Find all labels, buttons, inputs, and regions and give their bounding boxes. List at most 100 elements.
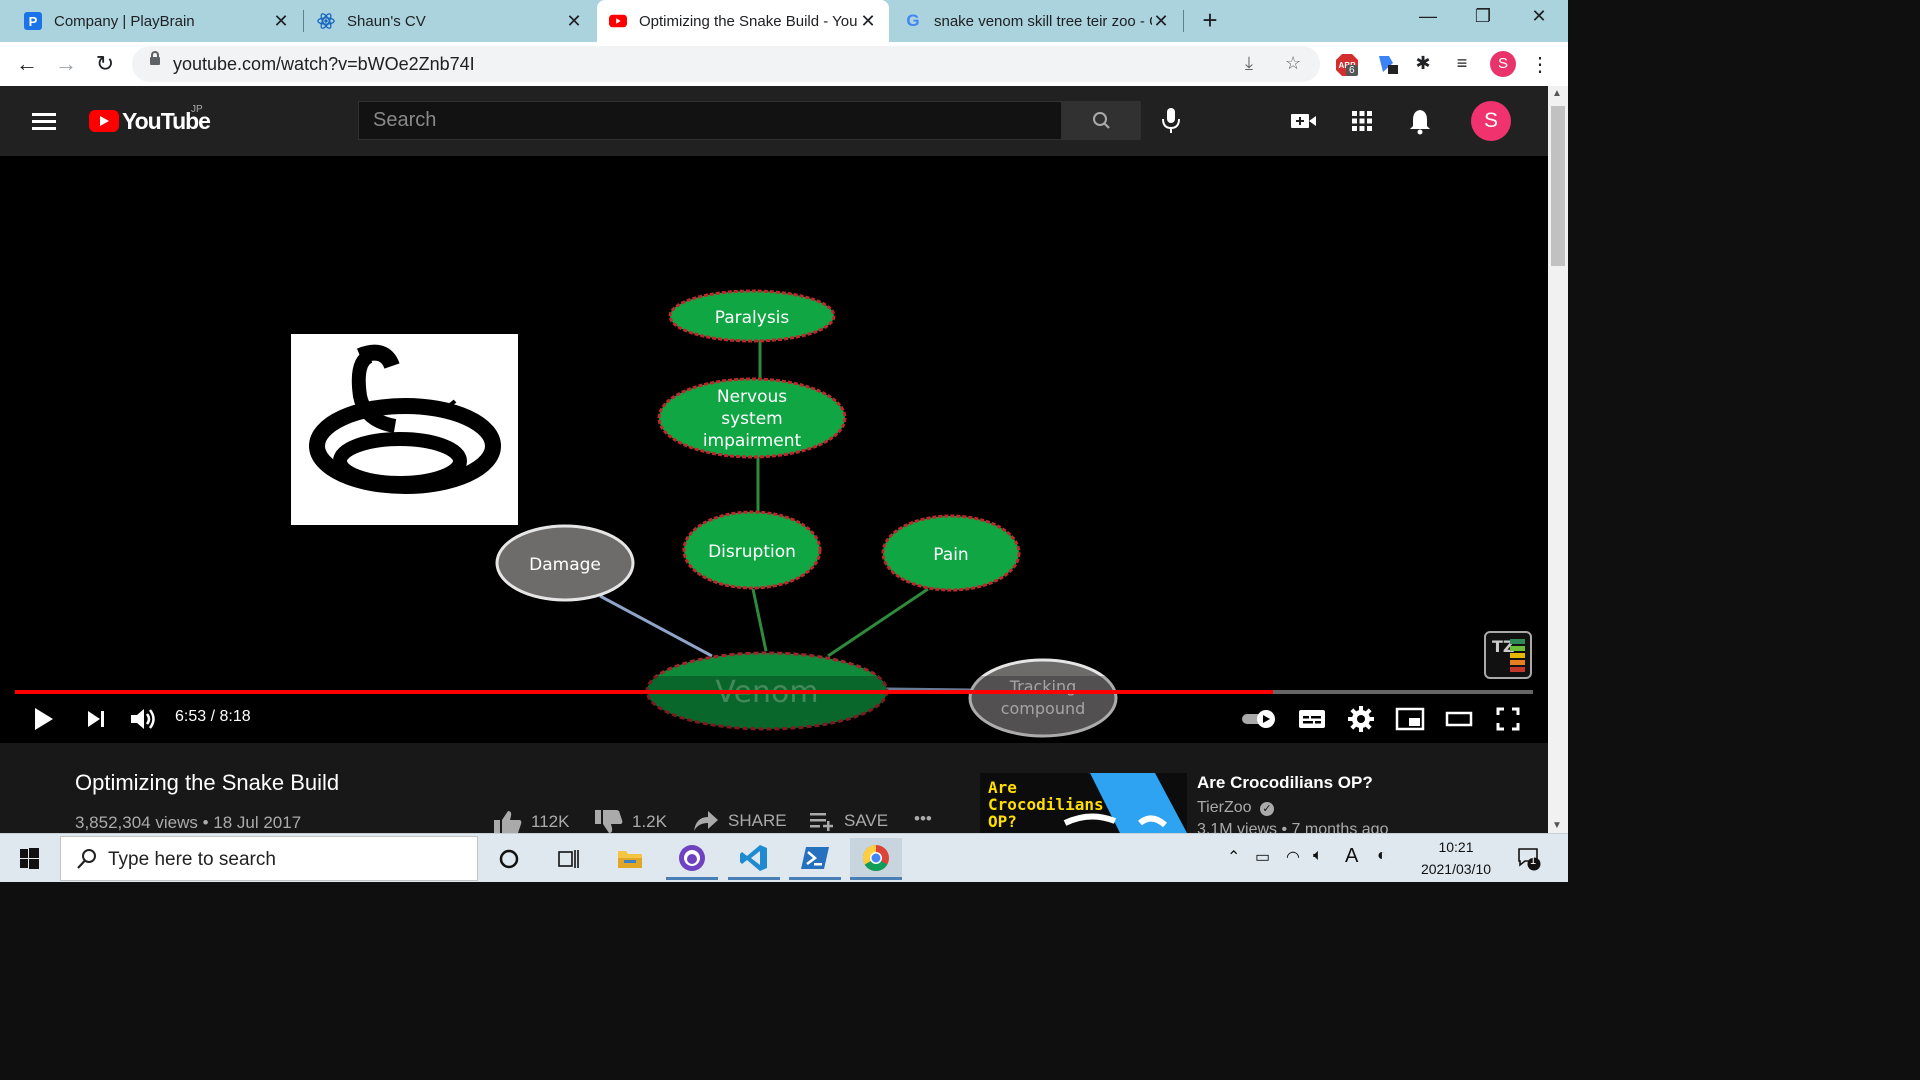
recommended-video-thumbnail[interactable]: Are Crocodilians OP? [980, 773, 1187, 833]
task-view-button[interactable] [542, 838, 594, 880]
recommended-video-title[interactable]: Are Crocodilians OP? [1197, 773, 1373, 792]
clock-date[interactable]: 2021/03/10 [1420, 861, 1492, 877]
chrome-icon [862, 844, 889, 871]
taskbar-chrome[interactable] [850, 838, 902, 880]
account-avatar[interactable]: S [1471, 101, 1511, 141]
search-button[interactable] [1062, 101, 1141, 140]
page-scrollbar[interactable]: ▲ ▼ [1548, 86, 1568, 833]
fullscreen-icon [1496, 707, 1520, 731]
input-method-indicator[interactable]: A [1345, 845, 1359, 867]
recommended-channel-name[interactable]: TierZoo ✓ [1197, 799, 1274, 817]
cortana-button[interactable] [483, 838, 535, 880]
node-disruption: Disruption [682, 510, 822, 590]
svg-text:Damage: Damage [529, 555, 601, 575]
clock-time[interactable]: 10:21 [1438, 839, 1474, 855]
tab-divider [1183, 10, 1184, 32]
like-button[interactable]: 112K [493, 809, 569, 833]
settings-button[interactable] [1345, 703, 1377, 735]
forward-arrow-icon[interactable]: → [55, 51, 77, 76]
chrome-profile-avatar[interactable]: S [1490, 51, 1516, 77]
tab-title: Company | PlayBrain [54, 12, 195, 30]
url-text[interactable]: youtube.com/watch?v=bWOe2Znb74I [173, 54, 475, 74]
show-hidden-icons-chevron-icon[interactable]: ⌃ [1227, 849, 1241, 866]
dislike-button[interactable]: 1.2K [594, 809, 667, 833]
media-control-icon[interactable]: ≡ [1456, 53, 1468, 73]
night-mode-icon[interactable]: ◐ [1377, 847, 1387, 864]
color-extension-icon[interactable] [1377, 53, 1399, 75]
close-tab-icon[interactable]: ✕ [1153, 10, 1169, 31]
search-input[interactable] [359, 102, 1061, 139]
adblock-extension-icon[interactable]: ABP 6 [1335, 53, 1358, 76]
youtube-logo[interactable]: YouTube JP [89, 104, 211, 134]
address-bar[interactable]: youtube.com/watch?v=bWOe2Znb74I ⤓ ☆ [132, 46, 1320, 82]
extensions-puzzle-icon[interactable]: ✱ [1415, 53, 1431, 73]
battery-icon[interactable]: ▭ [1255, 849, 1271, 866]
link-disruption-venom [751, 588, 768, 652]
video-player[interactable]: Paralysis Nervous system impairment Dama… [0, 156, 1548, 743]
taskbar-github-desktop[interactable] [666, 838, 718, 880]
volume-button[interactable] [127, 703, 159, 735]
subtitles-button[interactable] [1296, 703, 1328, 735]
youtube-play-logo-icon [89, 110, 119, 132]
search-box[interactable] [358, 101, 1062, 140]
speaker-volume-icon[interactable]: 🔈︎ [1313, 847, 1323, 864]
tab-shauns-cv[interactable]: Shaun's CV ✕ [305, 0, 595, 42]
microphone-icon[interactable] [1158, 106, 1184, 136]
action-center-icon[interactable]: 1 [1517, 846, 1543, 877]
save-button[interactable]: SAVE [808, 809, 888, 833]
taskbar-powershell[interactable] [789, 838, 841, 880]
create-video-icon[interactable] [1289, 106, 1319, 136]
powershell-icon [801, 846, 829, 869]
search-icon [77, 849, 96, 869]
autoplay-toggle[interactable] [1240, 703, 1278, 735]
lock-icon[interactable] [150, 51, 160, 65]
scroll-down-arrow-icon[interactable]: ▼ [1552, 820, 1562, 831]
svg-text:Pain: Pain [933, 545, 968, 565]
play-button[interactable] [27, 703, 59, 735]
tab-playbrain[interactable]: P Company | PlayBrain ✕ [12, 0, 302, 42]
taskbar-vscode[interactable] [728, 838, 780, 880]
taskbar-file-explorer[interactable] [604, 838, 656, 880]
like-count: 112K [531, 812, 570, 831]
miniplayer-button[interactable] [1394, 703, 1426, 735]
more-actions-button[interactable]: ••• [914, 809, 932, 829]
tierzoo-watermark: TZ [1484, 631, 1532, 679]
reload-icon[interactable]: ↻ [95, 51, 115, 76]
tab-youtube-active[interactable]: Optimizing the Snake Build - You ✕ [597, 0, 889, 42]
close-tab-icon[interactable]: ✕ [273, 10, 289, 31]
tab-google-search[interactable]: G snake venom skill tree teir zoo - G ✕ [892, 0, 1182, 42]
wifi-icon[interactable]: ◠ [1286, 849, 1300, 866]
chrome-menu-icon[interactable]: ⋮ [1530, 54, 1550, 76]
notifications-bell-icon[interactable] [1405, 106, 1435, 136]
new-tab-button[interactable]: + [1202, 5, 1218, 35]
playbrain-p-icon: P [24, 12, 42, 30]
minimize-window-icon[interactable]: — [1419, 6, 1437, 26]
restore-window-icon[interactable]: ❐ [1474, 6, 1492, 26]
next-video-button[interactable] [80, 703, 112, 735]
close-tab-icon[interactable]: ✕ [860, 10, 876, 31]
back-arrow-icon[interactable]: ← [16, 51, 38, 76]
share-button[interactable]: SHARE [692, 809, 787, 833]
tab-divider [303, 10, 304, 32]
browser-tab-strip: P Company | PlayBrain ✕ Shaun's CV ✕ Opt… [0, 0, 1568, 42]
svg-text:compound: compound [1001, 699, 1086, 718]
guide-menu-icon[interactable] [32, 113, 56, 131]
fullscreen-button[interactable] [1492, 703, 1524, 735]
link-damage-venom [599, 594, 713, 658]
scrollbar-thumb[interactable] [1551, 106, 1565, 266]
taskbar-search-placeholder: Type here to search [108, 849, 276, 870]
apps-grid-icon[interactable] [1347, 106, 1377, 136]
youtube-masthead: YouTube JP S [0, 86, 1548, 156]
windows-start-button[interactable] [8, 846, 48, 872]
svg-text:Paralysis: Paralysis [715, 308, 790, 328]
node-damage: Damage [495, 524, 635, 602]
progress-bar[interactable] [15, 690, 1533, 694]
tab-title: Optimizing the Snake Build - You [639, 12, 858, 30]
taskbar-search-box[interactable]: Type here to search [60, 836, 478, 881]
install-app-icon[interactable]: ⤓ [1245, 53, 1253, 73]
theater-mode-button[interactable] [1443, 703, 1475, 735]
scroll-up-arrow-icon[interactable]: ▲ [1552, 88, 1562, 99]
bookmark-star-icon[interactable]: ☆ [1285, 53, 1302, 73]
close-tab-icon[interactable]: ✕ [566, 10, 582, 31]
close-window-icon[interactable]: ✕ [1531, 6, 1547, 26]
